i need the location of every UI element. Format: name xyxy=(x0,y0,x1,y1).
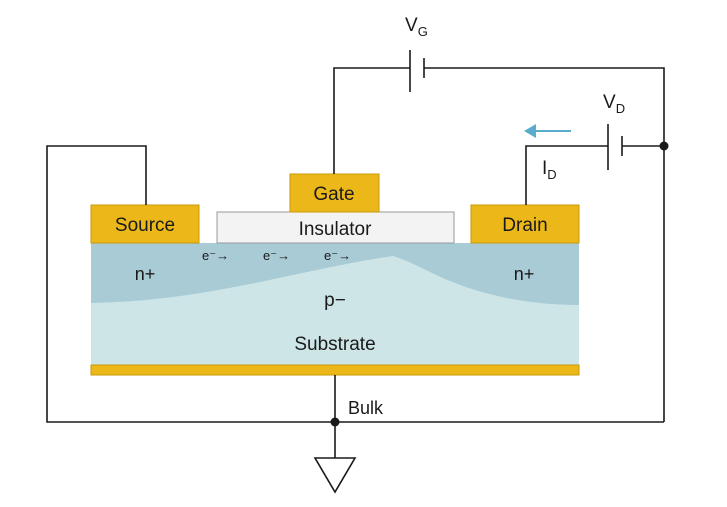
substrate-label: Substrate xyxy=(294,334,375,355)
insulator-layer xyxy=(216,211,455,244)
junction-dot-right xyxy=(659,141,669,151)
gate-electrode xyxy=(289,173,380,213)
n-region-channel xyxy=(91,243,579,305)
drain-electrode xyxy=(470,204,580,244)
junction-dot-bulk xyxy=(330,417,340,427)
electron-label: e⁻→ xyxy=(263,248,290,263)
p-minus-label: p− xyxy=(324,290,346,311)
electron-label: e⁻→ xyxy=(202,248,229,263)
electron-label: e⁻→ xyxy=(324,248,351,263)
bulk-electrode xyxy=(90,364,580,376)
source-electrode xyxy=(90,204,200,244)
bulk-label: Bulk xyxy=(348,398,384,418)
n-plus-right-label: n+ xyxy=(514,264,535,284)
insulator-label: Insulator xyxy=(299,219,373,240)
vg-right-wire xyxy=(424,67,665,146)
id-label: ID xyxy=(542,158,557,182)
gate-label: Gate xyxy=(313,184,354,205)
n-plus-left-label: n+ xyxy=(135,264,156,284)
drain-wire xyxy=(525,145,608,205)
source-label: Source xyxy=(115,215,175,236)
current-arrow-icon xyxy=(524,124,571,138)
gate-wire xyxy=(333,67,410,174)
vg-label: VG xyxy=(405,15,428,39)
source-wire xyxy=(46,145,664,423)
ground-symbol xyxy=(313,457,357,494)
vd-right-wire xyxy=(622,145,665,422)
drain-label: Drain xyxy=(502,215,547,236)
vd-label: VD xyxy=(603,92,625,116)
